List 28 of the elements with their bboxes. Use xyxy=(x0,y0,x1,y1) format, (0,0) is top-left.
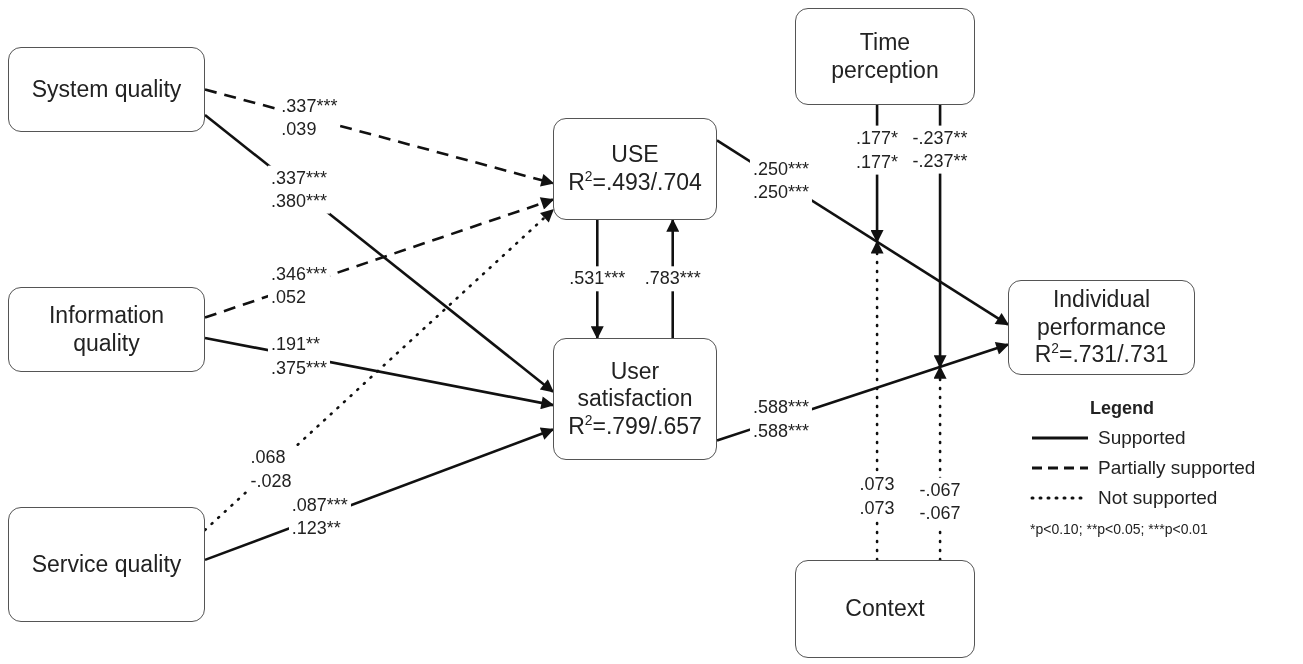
construct-box xyxy=(8,507,205,622)
path-arrow xyxy=(203,208,555,532)
construct-name: User satisfaction xyxy=(576,357,694,413)
construct-name: Service quality xyxy=(31,550,182,579)
path-coefficient: .337*** .380*** xyxy=(267,165,330,215)
construct-box xyxy=(8,287,205,372)
legend-label: Partially supported xyxy=(1098,457,1256,479)
path-arrow xyxy=(870,240,884,562)
construct-box xyxy=(795,560,975,658)
construct-box xyxy=(553,338,717,460)
construct-name: USE xyxy=(611,141,659,169)
path-coefficient: .250*** .250*** xyxy=(750,156,813,206)
construct-name: Individual performance xyxy=(1035,286,1168,342)
r-squared-value: R$^{2}$=.799/.657 xyxy=(568,412,702,441)
construct-name: Information quality xyxy=(47,301,166,358)
construct-box xyxy=(8,47,205,132)
construct-box xyxy=(1008,280,1195,375)
construct-box xyxy=(795,8,975,105)
construct-box xyxy=(553,118,717,220)
r-squared-value: R$^{2}$=.731/.731 xyxy=(1034,341,1169,369)
legend-label: Not supported xyxy=(1098,487,1218,509)
legend-title: Legend xyxy=(1090,398,1154,419)
significance-note: *p<0.10; **p<0.05; ***p<0.01 xyxy=(1030,521,1208,537)
construct-name: System quality xyxy=(31,75,182,104)
r-squared-value: R$^{2}$=.493/.704 xyxy=(568,169,702,197)
legend-label: Supported xyxy=(1098,427,1186,449)
construct-name: Time perception xyxy=(831,28,939,85)
construct-name: Context xyxy=(845,595,925,623)
